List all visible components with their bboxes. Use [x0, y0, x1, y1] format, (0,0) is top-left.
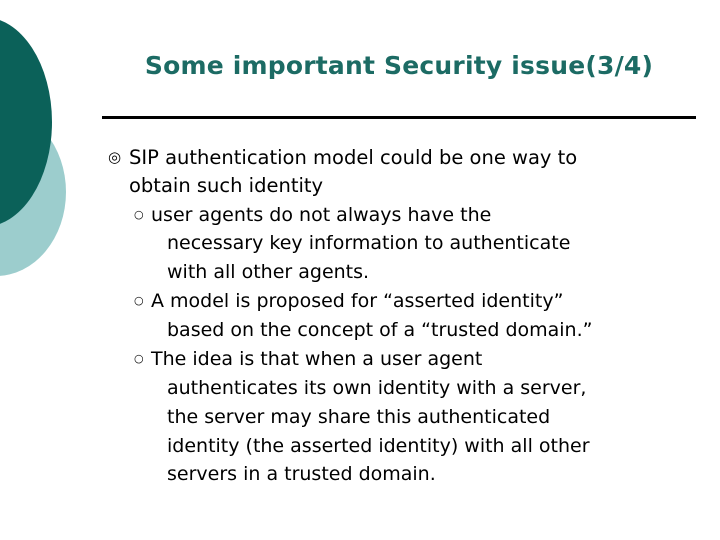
title-divider-rule — [102, 116, 696, 119]
slide-body: ◎ SIP authentication model could be one … — [108, 144, 688, 489]
bullet-level1-text: SIP authentication model could be one wa… — [129, 144, 644, 201]
bullet-level2: ○ A model is proposed for “asserted iden… — [134, 287, 688, 345]
bullet-level2: ○ The idea is that when a user agent aut… — [134, 345, 688, 489]
bullet-line: the server may share this authenticated — [167, 405, 551, 428]
slide-title: Some important Security issue(3/4) — [144, 51, 654, 80]
light-teal-ellipse-shape — [0, 108, 66, 276]
bullet-level2: ○ user agents do not always have the nec… — [134, 201, 688, 288]
dark-teal-ellipse-shape — [0, 17, 52, 227]
bullet-line: identity (the asserted identity) with al… — [167, 434, 590, 457]
bullet-sublist: ○ user agents do not always have the nec… — [134, 201, 688, 490]
bullet-line: necessary key information to authenticat… — [167, 232, 571, 255]
bullet-line: SIP authentication model could be one wa… — [129, 146, 578, 169]
bullet-line: based on the concept of a “trusted domai… — [167, 319, 593, 342]
bullet-line: user agents do not always have the — [151, 203, 492, 226]
bullet-level1: ◎ SIP authentication model could be one … — [108, 144, 688, 201]
bullet-marker-open-circle-icon: ○ — [134, 351, 144, 365]
bullet-line: obtain such identity — [129, 174, 324, 198]
bullet-marker-open-circle-icon: ○ — [134, 207, 144, 221]
bullet-line: with all other agents. — [167, 261, 370, 284]
bullet-line: The idea is that when a user agent — [151, 347, 483, 370]
bullet-line: authenticates its own identity with a se… — [167, 376, 587, 399]
bullet-level2-text: The idea is that when a user agent authe… — [151, 345, 651, 489]
bullet-line: servers in a trusted domain. — [167, 463, 436, 486]
bullet-marker-open-circle-icon: ○ — [134, 294, 144, 308]
bullet-line: A model is proposed for “asserted identi… — [151, 290, 564, 313]
bullet-level2-text: A model is proposed for “asserted identi… — [151, 287, 651, 345]
bullet-level2-text: user agents do not always have the neces… — [151, 201, 651, 288]
bullet-marker-double-circle-icon: ◎ — [108, 148, 122, 166]
